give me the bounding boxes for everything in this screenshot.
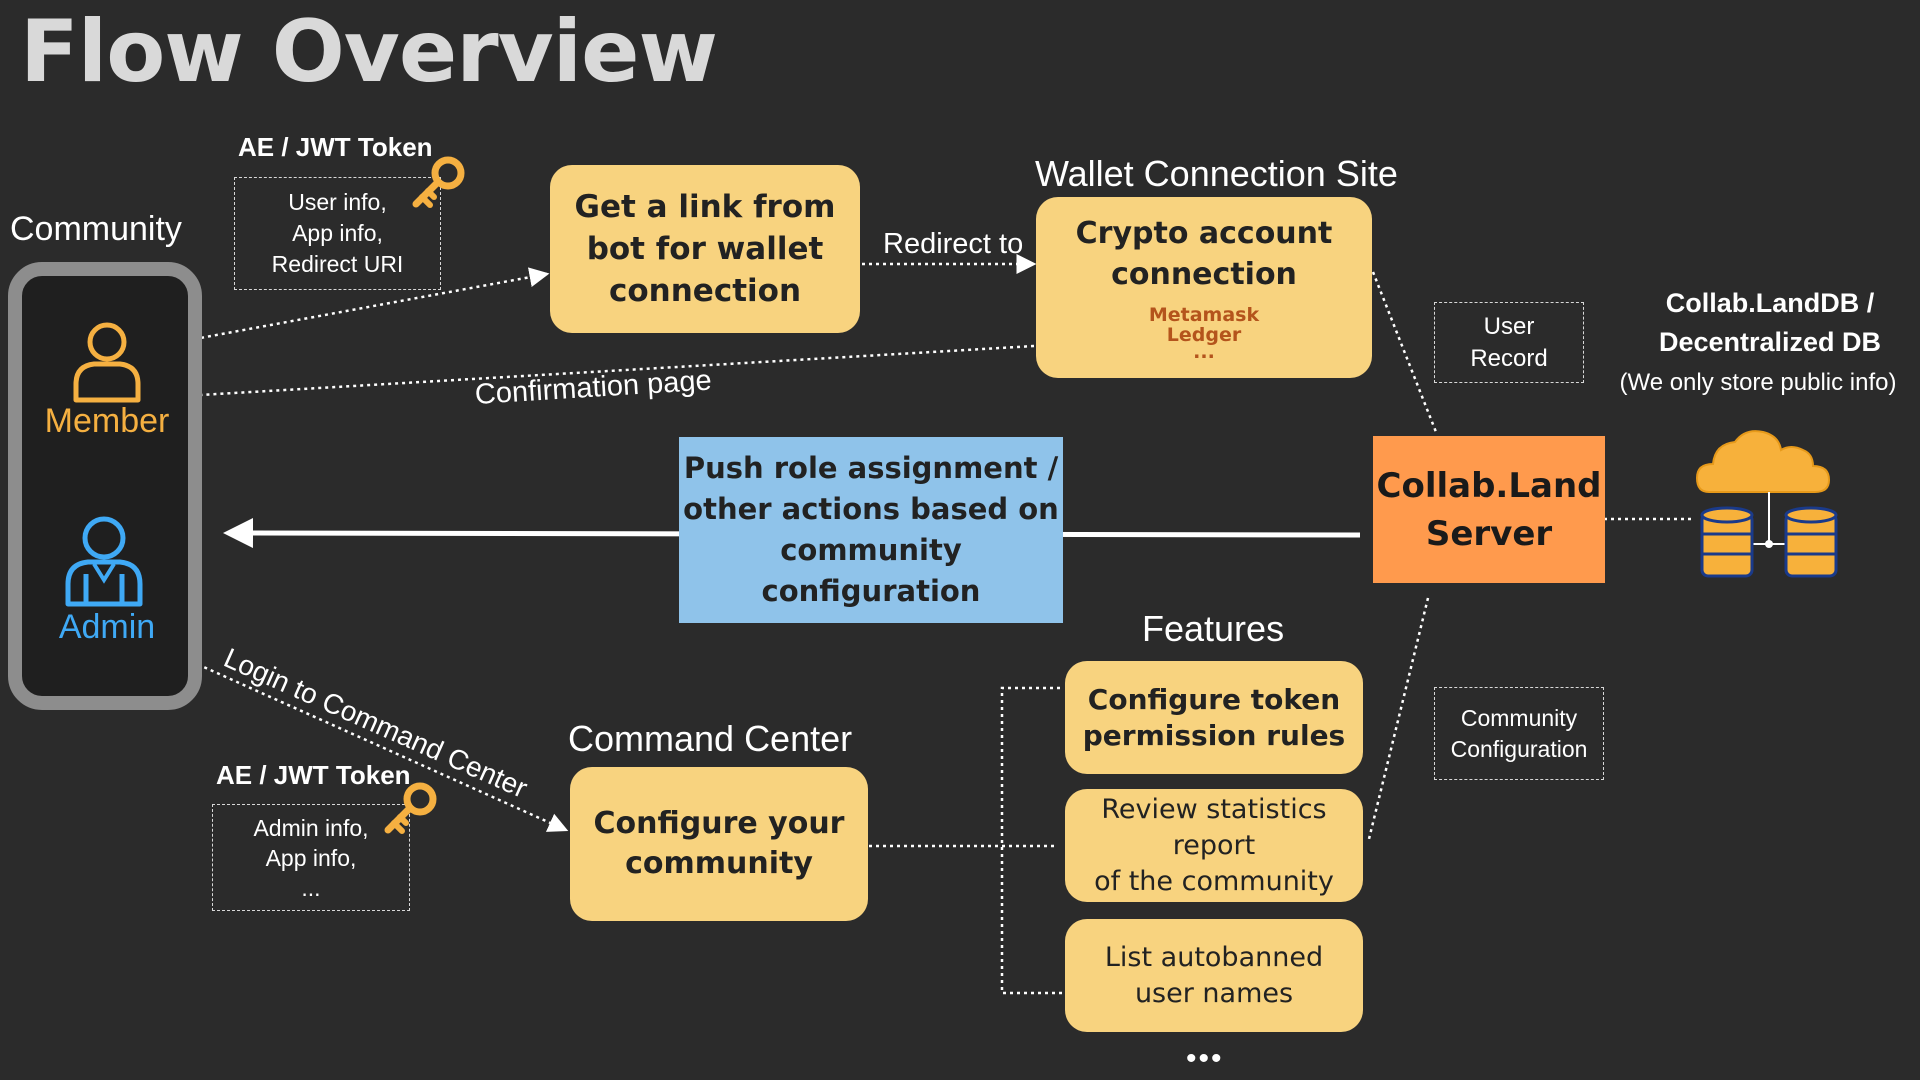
community-config-card: Community Configuration: [1434, 687, 1604, 780]
server-box: Collab.Land Server: [1373, 436, 1605, 583]
member-label: Member: [44, 402, 170, 440]
user-record-card: User Record: [1434, 302, 1584, 383]
server-line: Collab.Land: [1376, 465, 1602, 506]
user-record-line: Record: [1470, 344, 1548, 372]
feature-line: Configure token: [1087, 682, 1341, 716]
feature-line: user names: [1134, 977, 1294, 1009]
feature-line: Review statistics report: [1101, 793, 1327, 861]
token-bottom-line: App info,: [265, 844, 357, 871]
page-title: Flow Overview: [20, 2, 718, 102]
cloud-icon: [1695, 430, 1831, 548]
provider-ledger: Ledger: [1166, 324, 1242, 346]
key-icon: [412, 156, 465, 208]
get-link-line: Get a link from: [574, 189, 836, 225]
features-more-icon: •••: [1186, 1042, 1224, 1075]
command-center-heading: Command Center: [568, 718, 853, 759]
user-record-line: User: [1483, 312, 1535, 340]
token-top-title: AE / JWT Token: [238, 132, 433, 162]
get-link-line: bot for wallet: [586, 231, 824, 267]
get-link-box: Get a link from bot for wallet connectio…: [550, 165, 860, 333]
feature-statistics-report: Review statistics report of the communit…: [1065, 789, 1363, 902]
db-title: Collab.LandDB / Decentralized DB: [1590, 284, 1920, 362]
database-icon: [1700, 506, 1838, 578]
token-top-card: User info, App info, Redirect URI: [234, 177, 441, 290]
command-center-line: community: [625, 846, 813, 881]
token-bottom-card: Admin info, App info, ...: [212, 804, 410, 911]
command-center-line: Configure your: [593, 806, 845, 841]
admin-person-icon: [65, 516, 143, 607]
push-box-line: other actions based on: [683, 492, 1059, 526]
token-bottom-title: AE / JWT Token: [216, 760, 411, 790]
features-heading: Features: [1142, 608, 1285, 649]
community-frame: [8, 262, 202, 710]
community-label: Community: [10, 210, 182, 248]
db-title-line: Collab.LandDB /: [1665, 288, 1875, 318]
push-box-line: community configuration: [761, 533, 981, 608]
edge-confirmation: [163, 344, 1035, 406]
member-person-icon: [73, 322, 141, 403]
db-note: (We only store public info): [1619, 369, 1897, 396]
community-config-line: Configuration: [1450, 735, 1588, 762]
db-title-line: Decentralized DB: [1658, 327, 1882, 357]
provider-metamask: Metamask: [1148, 304, 1260, 326]
feature-line: of the community: [1094, 865, 1334, 897]
edge-admin-login: [165, 648, 569, 832]
wallet-box: Crypto account connection Metamask Ledge…: [1036, 197, 1372, 378]
wallet-box-line: Crypto account: [1075, 216, 1333, 251]
token-bottom-line: Admin info,: [253, 814, 369, 841]
wallet-heading: Wallet Connection Site: [1035, 153, 1398, 194]
provider-more: ...: [1193, 341, 1215, 363]
token-top-line: App info,: [292, 220, 383, 246]
edge-wallet-server: [1371, 271, 1438, 433]
feature-autobanned-list: List autobanned user names: [1065, 919, 1363, 1032]
feature-line: permission rules: [1082, 718, 1346, 752]
community-config-line: Community: [1460, 704, 1578, 731]
admin-label: Admin: [58, 608, 156, 646]
edge-server-features: [1367, 597, 1430, 840]
push-box: Push role assignment / other actions bas…: [679, 437, 1063, 623]
server-line: Server: [1425, 513, 1553, 554]
token-bottom-line: ...: [301, 874, 321, 901]
push-box-line: Push role assignment /: [683, 451, 1059, 485]
redirect-label: Redirect to: [883, 228, 1024, 260]
feature-line: List autobanned: [1104, 941, 1324, 973]
key-icon: [384, 782, 437, 834]
token-top-line: User info,: [288, 189, 387, 215]
wallet-box-line: connection: [1111, 257, 1297, 292]
token-top-line: Redirect URI: [271, 251, 404, 277]
command-center-box: Configure your community: [570, 767, 868, 921]
get-link-line: connection: [608, 273, 802, 309]
features-bracket: [1000, 686, 1064, 995]
edge-member-to-getlink: [145, 267, 550, 350]
feature-token-rules: Configure token permission rules: [1065, 661, 1363, 774]
